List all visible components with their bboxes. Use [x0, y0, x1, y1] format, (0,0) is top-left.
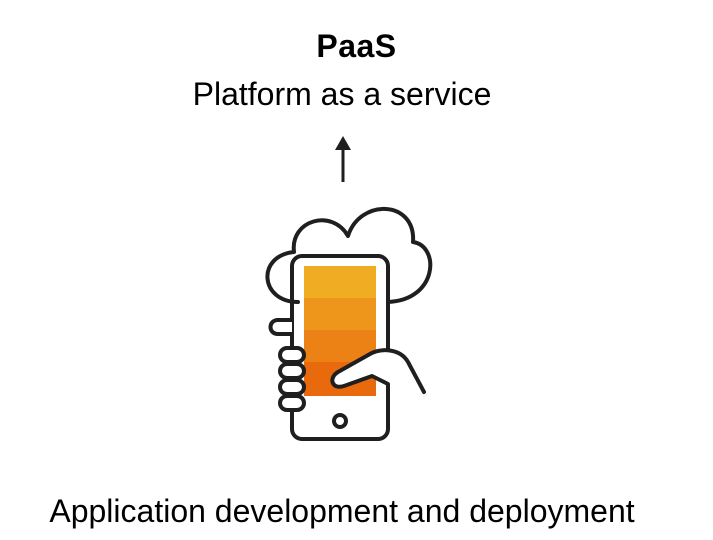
finger-4	[278, 394, 306, 412]
finger-top	[268, 318, 294, 336]
caption: Application development and deployment	[49, 493, 635, 529]
up-arrow-icon	[335, 136, 351, 182]
page-title: PaaS	[316, 28, 397, 64]
cloud-shape	[265, 207, 433, 304]
finger-2	[278, 362, 306, 380]
finger-1	[278, 346, 306, 364]
finger-3	[278, 378, 306, 396]
page-subtitle: Platform as a service	[192, 76, 492, 112]
thumb	[330, 348, 426, 418]
phone-home-button	[332, 413, 348, 429]
cloud-phone-hand-icon	[265, 207, 433, 441]
